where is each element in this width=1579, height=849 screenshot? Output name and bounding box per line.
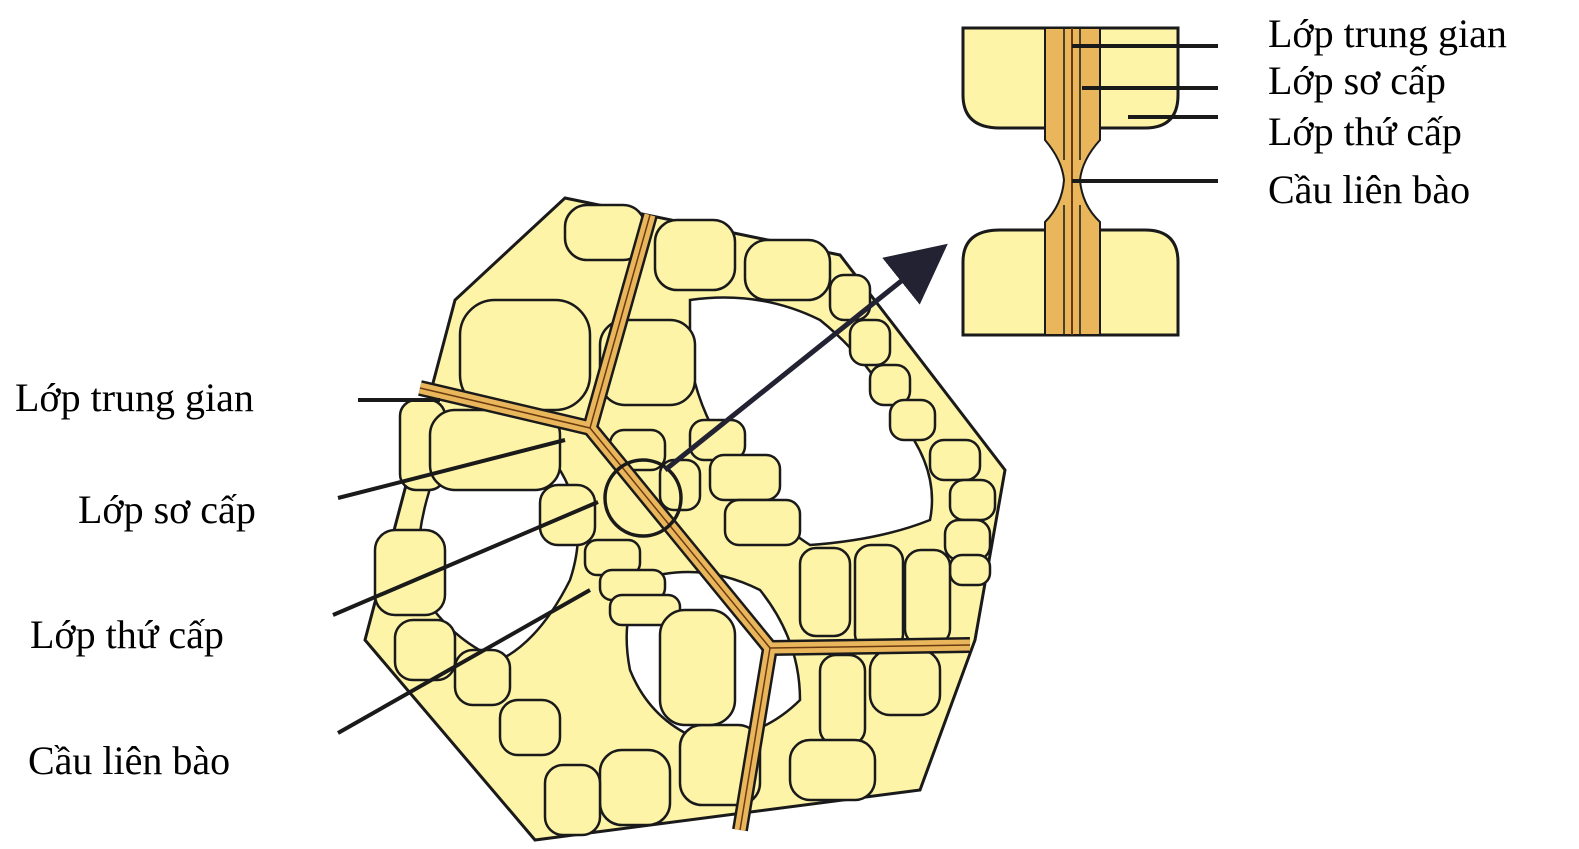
label-primary-wall-right: Lớp sơ cấp <box>1268 57 1446 104</box>
label-secondary-wall-left: Lớp thứ cấp <box>30 611 224 658</box>
label-middle-lamella-right: Lớp trung gian <box>1268 10 1507 57</box>
label-plasmodesma-left: Cầu liên bào <box>28 737 230 784</box>
label-plasmodesma-right: Cầu liên bào <box>1268 166 1470 213</box>
tissue-section <box>365 198 1005 840</box>
label-primary-wall-left: Lớp sơ cấp <box>78 486 256 533</box>
label-middle-lamella-left: Lớp trung gian <box>15 374 254 421</box>
label-secondary-wall-right: Lớp thứ cấp <box>1268 108 1462 155</box>
